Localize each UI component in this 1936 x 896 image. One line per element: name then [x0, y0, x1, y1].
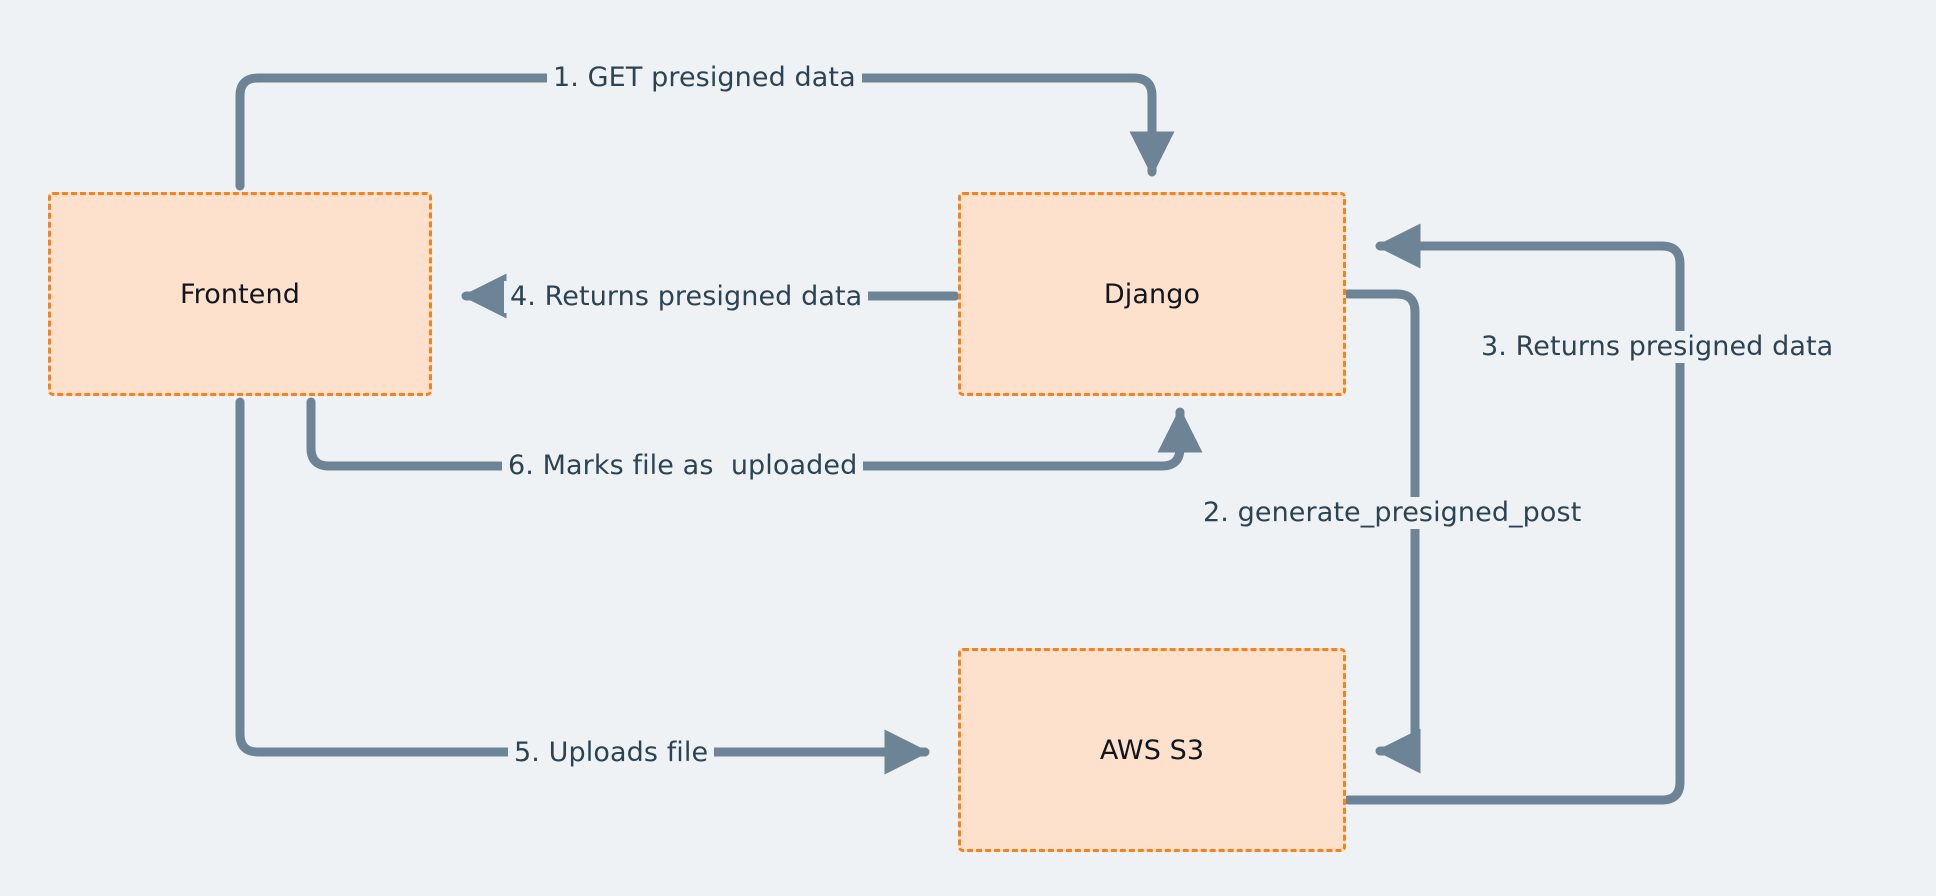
node-django[interactable]: Django — [958, 192, 1346, 396]
edge-label-6: 6. Marks file as uploaded — [502, 450, 864, 482]
edge-path-5 — [235, 397, 930, 775]
edge-label-2: 2. generate_presigned_post — [1197, 497, 1588, 529]
edge-label-1: 1. GET presigned data — [547, 62, 862, 94]
edge-path-3 — [1343, 223, 1685, 805]
edge-label-3: 3. Returns presigned data — [1475, 331, 1840, 363]
edge-path-1 — [235, 73, 1175, 191]
node-frontend-label: Frontend — [180, 278, 300, 310]
edge-label-4: 4. Returns presigned data — [504, 281, 869, 313]
node-aws-s3[interactable]: AWS S3 — [958, 648, 1346, 852]
node-frontend[interactable]: Frontend — [48, 192, 432, 396]
node-aws-s3-label: AWS S3 — [1099, 734, 1205, 766]
node-django-label: Django — [1103, 278, 1201, 310]
edge-label-5: 5. Uploads file — [508, 737, 715, 769]
